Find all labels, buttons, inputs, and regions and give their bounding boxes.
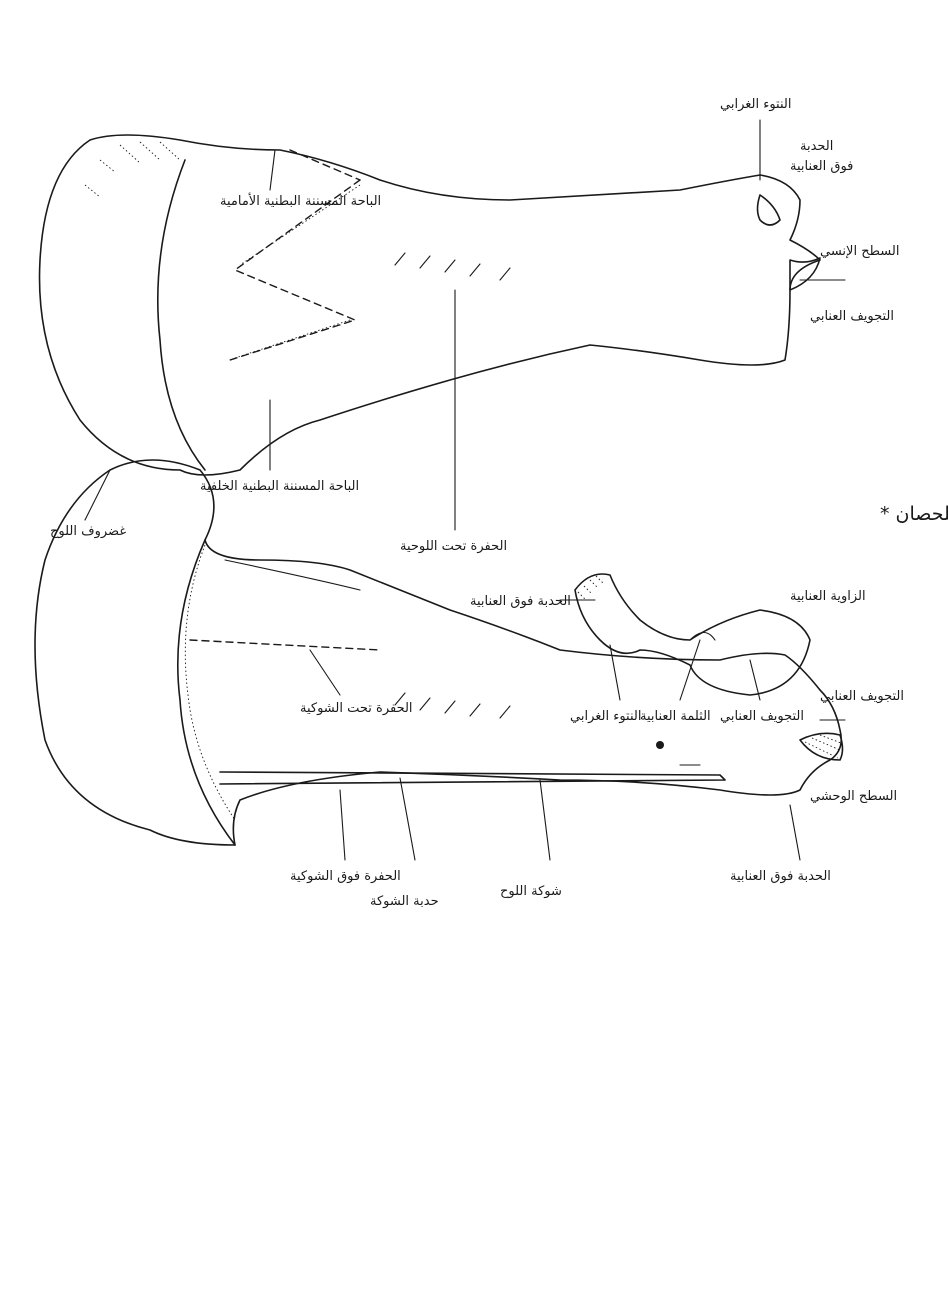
- lateral-view-bone: [35, 460, 843, 845]
- leader-lines: [85, 120, 845, 860]
- label-posterior-serrated: الباحة المسننة البطنية الخلفية: [200, 479, 359, 494]
- glenoid-notch-mark: [690, 633, 715, 641]
- leader-supraspinous: [340, 790, 345, 860]
- ventral-outline: [575, 574, 810, 695]
- serrated-face-upper: [290, 150, 360, 180]
- label-supraglenoid-right: فوق العنابية: [790, 159, 853, 174]
- subscapular-tick-marks: [395, 253, 510, 280]
- label-anterior-serrated: الباحة المسننة البطنية الأمامية: [220, 192, 381, 209]
- nutrient-foramen: [656, 741, 664, 749]
- label-glenoid-angle: الزاوية العنابية: [790, 589, 866, 604]
- glenoid-cavity-right: [790, 258, 820, 290]
- leader-infraspinous: [310, 650, 340, 695]
- medial-view-bone: [40, 135, 821, 475]
- label-tuber-spine: حدبة الشوكة: [370, 894, 439, 909]
- label-supraglenoid-left: الحدبة فوق العنابية: [730, 869, 831, 884]
- label-scapular-spine: شوكة اللوح: [500, 884, 562, 899]
- leader-notch-small: [680, 640, 700, 700]
- label-coracoid-small: النتوء الغرابي: [570, 709, 641, 724]
- lateral-cartilage-hatch: [185, 545, 235, 820]
- label-tubercle-right: الحدبة: [800, 139, 833, 154]
- label-supraspinous-fossa: الحفرة فوق الشوكية: [290, 869, 401, 884]
- medial-cartilage-hatch: [85, 142, 180, 197]
- label-glenoid-notch: الثلمة العنابية: [640, 709, 711, 724]
- label-subscapular-fossa: الحفرة تحت اللوحية: [400, 539, 507, 554]
- serrated-face-hatch: [235, 185, 360, 358]
- medial-cartilage-line: [158, 160, 205, 470]
- lateral-bone-outline: [35, 460, 841, 845]
- label-infraspinous-fossa: الحفرة تحت الشوكية: [300, 701, 413, 716]
- label-glenoid-small: التجويف العنابي: [720, 709, 804, 724]
- label-cartilage: غضروف اللوح: [50, 524, 126, 539]
- spine-base-line: [225, 560, 360, 590]
- ventral-view-bone: [575, 574, 810, 695]
- label-supraglenoid-small: الحدبة فوق العنابية: [470, 594, 571, 609]
- leader-anterior-serrated: [270, 150, 275, 190]
- coracoid-process-right: [758, 195, 781, 225]
- leader-cartilage: [85, 470, 110, 520]
- label-glenoid-left: التجويف العنابي: [820, 689, 904, 704]
- lateral-cartilage-line: [178, 540, 235, 845]
- leader-supraglenoid-left: [790, 805, 800, 860]
- figure-title: * عظم اللوح للحصان *: [880, 503, 948, 525]
- scapular-spine-ridge: [220, 772, 725, 784]
- label-lateral-surface: السطح الوحشي: [810, 789, 897, 804]
- label-coracoid-right: النتوء الغرابي: [720, 97, 791, 112]
- leader-tuber-spine: [400, 778, 415, 860]
- labels: غضروف اللوح الحفرة تحت الشوكية الحفرة فو…: [50, 97, 948, 909]
- leader-scapular-spine: [540, 780, 550, 860]
- leader-coracoid-small: [610, 645, 620, 700]
- lateral-dashed-border: [190, 640, 380, 650]
- glenoid-cavity-left: [800, 733, 843, 760]
- label-medial-surface: السطح الإنسي: [820, 244, 899, 259]
- ventral-hatch: [578, 576, 604, 600]
- label-glenoid-right: التجويف العنابي: [810, 309, 894, 324]
- medial-bone-outline: [40, 135, 821, 475]
